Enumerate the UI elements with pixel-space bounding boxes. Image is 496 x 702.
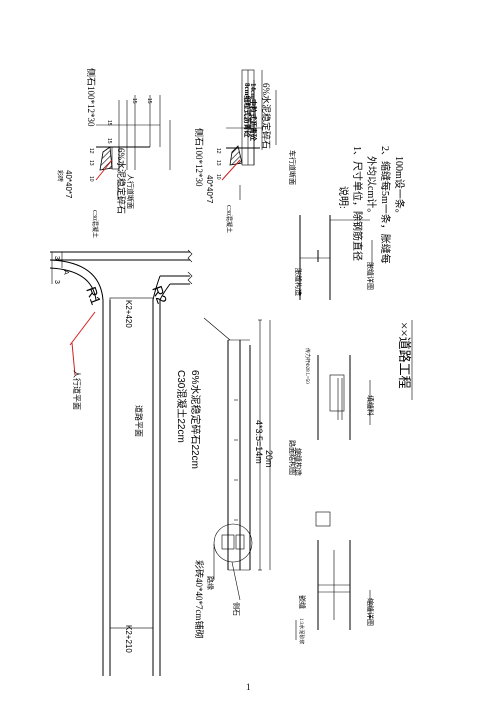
expansion-label: 胀缝详图 [366,262,375,290]
title-block: ××道路工程 [397,320,413,400]
radius-right-label: R2 [149,284,170,306]
notes-line-1b: 外均以cm计。 [365,156,378,218]
long-concrete-label: C30混凝土22cm [175,370,188,443]
dim-a-label: A [62,270,69,275]
long-span-inner: 4*3.5=14m [254,420,264,464]
carriageway-dim-3: 12 [215,148,221,154]
carriageway-layer2: 14cm中粒式沥青砼 [249,83,258,142]
joint-left-caption: 缩缝详图 [366,598,375,626]
carriageway-curb-label: 侧石100*12*30 [194,128,205,187]
seal-spec: 1:3水泥砂浆 [298,618,305,644]
station-bottom-label: K2+210 [124,625,133,653]
sidewalk-dim-1: 10 [88,176,94,182]
carriageway-dim-1: 10 [215,174,221,180]
joint-details [295,215,373,640]
sidewalk-dim-6: 15 [131,98,137,104]
long-section-caption: 路面结构图 [288,440,297,475]
carriageway-dim-2: 13 [215,160,221,166]
expansion-caption: 胀缝构造 [294,268,303,296]
sidewalk-curb-label: 侧石100*12*30 [86,68,97,127]
page-number: 1 [246,682,251,692]
notes-block: 说明: 1、尺寸单位，除钢筋直径 外均以cm计。 2、缩缝每5m一条，胀缝每 1… [337,146,406,264]
sidewalk-paver-label: 40*40*7 [64,170,73,199]
carriageway-paver-label: 40*40*7 [205,175,214,204]
seal-label: 嵌缝 [298,595,307,609]
long-base-label: 6%水泥稳定碎石22cm [189,370,202,469]
sidewalk-section [95,95,171,200]
carriageway-layer1: 8cm细粒式沥青砼 [243,83,252,138]
sidewalk-dim-7: 15 [146,98,152,104]
notes-line-2: 2、缩缝每5m一条，胀缝每 [379,146,392,264]
radius-left-label: R1 [83,285,104,307]
sidewalk-bed-label: C30混凝土 [91,210,99,238]
dowel-label: 传力杆Φ28 L=50 [304,348,311,384]
sidewalk-dim-2: 13 [88,160,94,166]
carriageway-base-label: 6%水泥稳定碎石 [261,83,272,149]
long-bottom-tag: 侧石 [232,602,241,616]
sidewalk-dim-5: 15 [106,120,112,126]
drawing-title: ××道路工程 [397,322,412,389]
carriageway-section-caption: 车行道断面 [288,150,297,185]
sidewalk-paver-note: 彩砖 [56,170,64,182]
sidewalk-base-label: 6%水泥稳定碎石 [116,148,127,214]
road-plan-label: 道路平面 [134,405,144,437]
sidewalk-dim-4: 15 [106,138,112,144]
station-top-label: K2+420 [124,300,133,328]
notes-line-1: 1、尺寸单位，除钢筋直径 [351,146,364,261]
long-left-tag: 路缘 [206,576,215,590]
notes-heading: 说明: [337,186,350,209]
dim-b-label: 3 [53,256,60,260]
filler-label: 填缝料 [366,395,375,416]
carriageway-bed-label: C30混凝土 [225,205,233,233]
dim-c-label: 3 [53,280,60,284]
pavement-long-section [203,317,271,601]
contraction-caption: 缩缝构造 [294,448,303,476]
outer-plan-label: 人行道平面 [72,370,82,410]
sidewalk-dim-3: 12 [88,148,94,154]
notes-line-2b: 100m设一条。 [393,156,406,219]
long-span-total: 20m [264,450,274,468]
long-paver-note: 彩砖40*40*7cm铺砌 [194,560,205,639]
carriageway-section [221,69,277,200]
sidewalk-section-caption: 人行道断面 [126,174,135,209]
road-plan [49,249,193,676]
